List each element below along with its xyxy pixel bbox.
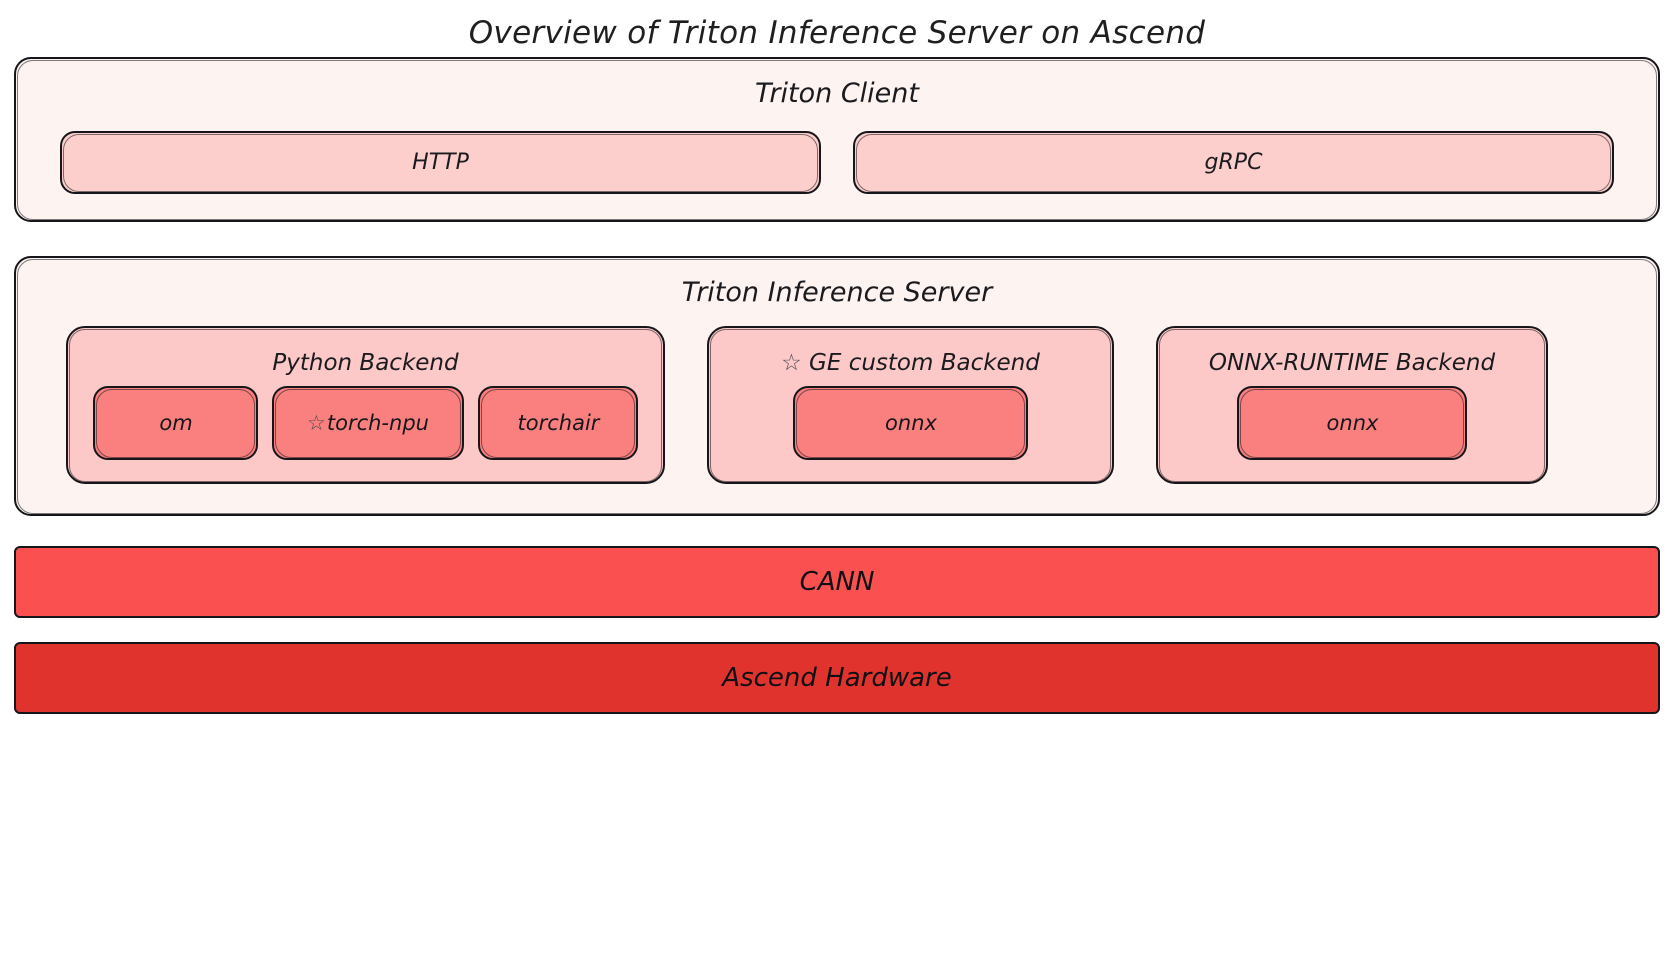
triton-client-layer: Triton Client HTTP gRPC bbox=[14, 56, 1660, 222]
backend-title-onnx-runtime: ONNX-RUNTIME Backend bbox=[1158, 328, 1546, 386]
chip-label-torch-npu: torch-npu bbox=[326, 410, 429, 435]
backend-box-python[interactable]: Python Backend om ☆torch-npu torchair bbox=[66, 325, 665, 484]
protocol-row: HTTP gRPC bbox=[16, 113, 1658, 220]
chip-row-python: om ☆torch-npu torchair bbox=[68, 385, 663, 460]
backend-row: Python Backend om ☆torch-npu torchair bbox=[16, 312, 1658, 514]
chip-label-onnx-ge: onnx bbox=[885, 410, 937, 435]
triton-client-title: Triton Client bbox=[755, 77, 919, 109]
triton-client-container: Triton Client HTTP gRPC bbox=[14, 56, 1660, 222]
triton-inference-server-title: Triton Inference Server bbox=[681, 276, 993, 308]
backend-label-onnx-runtime: ONNX-RUNTIME Backend bbox=[1208, 349, 1496, 376]
backend-box-ge-custom[interactable]: ☆ GE custom Backend onnx bbox=[707, 325, 1114, 484]
chip-torch-npu[interactable]: ☆torch-npu bbox=[272, 385, 464, 460]
page-title: Overview of Triton Inference Server on A… bbox=[468, 15, 1206, 51]
cann-label: CANN bbox=[799, 566, 875, 597]
backend-box-onnx-runtime[interactable]: ONNX-RUNTIME Backend onnx bbox=[1156, 325, 1548, 484]
backend-label-python: Python Backend bbox=[272, 349, 459, 376]
chip-label-torchair: torchair bbox=[517, 410, 600, 435]
protocol-label-http: HTTP bbox=[412, 149, 469, 175]
chip-row-onnx-runtime: onnx bbox=[1158, 385, 1546, 460]
backend-title-ge-custom: ☆ GE custom Backend bbox=[709, 328, 1112, 386]
chip-onnx-ort[interactable]: onnx bbox=[1237, 385, 1467, 460]
protocol-label-grpc: gRPC bbox=[1204, 149, 1263, 175]
protocol-box-grpc[interactable]: gRPC bbox=[853, 130, 1614, 194]
cann-layer-bar[interactable]: CANN bbox=[14, 545, 1660, 618]
chip-label-om: om bbox=[159, 410, 193, 435]
chip-row-ge-custom: onnx bbox=[709, 385, 1112, 460]
chip-onnx-ge[interactable]: onnx bbox=[793, 385, 1028, 460]
backend-title-python: Python Backend bbox=[68, 328, 663, 386]
backend-label-ge-custom: GE custom Backend bbox=[801, 349, 1040, 376]
ascend-hardware-bar[interactable]: Ascend Hardware bbox=[14, 641, 1660, 714]
star-icon-ge-custom-backend: ☆ bbox=[781, 349, 802, 376]
chip-torchair[interactable]: torchair bbox=[478, 385, 638, 460]
star-icon-torch-npu: ☆ bbox=[307, 410, 326, 435]
chip-om[interactable]: om bbox=[93, 385, 258, 460]
triton-server-layer: Triton Inference Server Python Backend o… bbox=[14, 255, 1660, 516]
protocol-box-http[interactable]: HTTP bbox=[60, 130, 821, 194]
chip-label-onnx-ort: onnx bbox=[1326, 410, 1379, 435]
ascend-hardware-label: Ascend Hardware bbox=[722, 662, 952, 693]
triton-inference-server-container: Triton Inference Server Python Backend o… bbox=[14, 255, 1660, 516]
